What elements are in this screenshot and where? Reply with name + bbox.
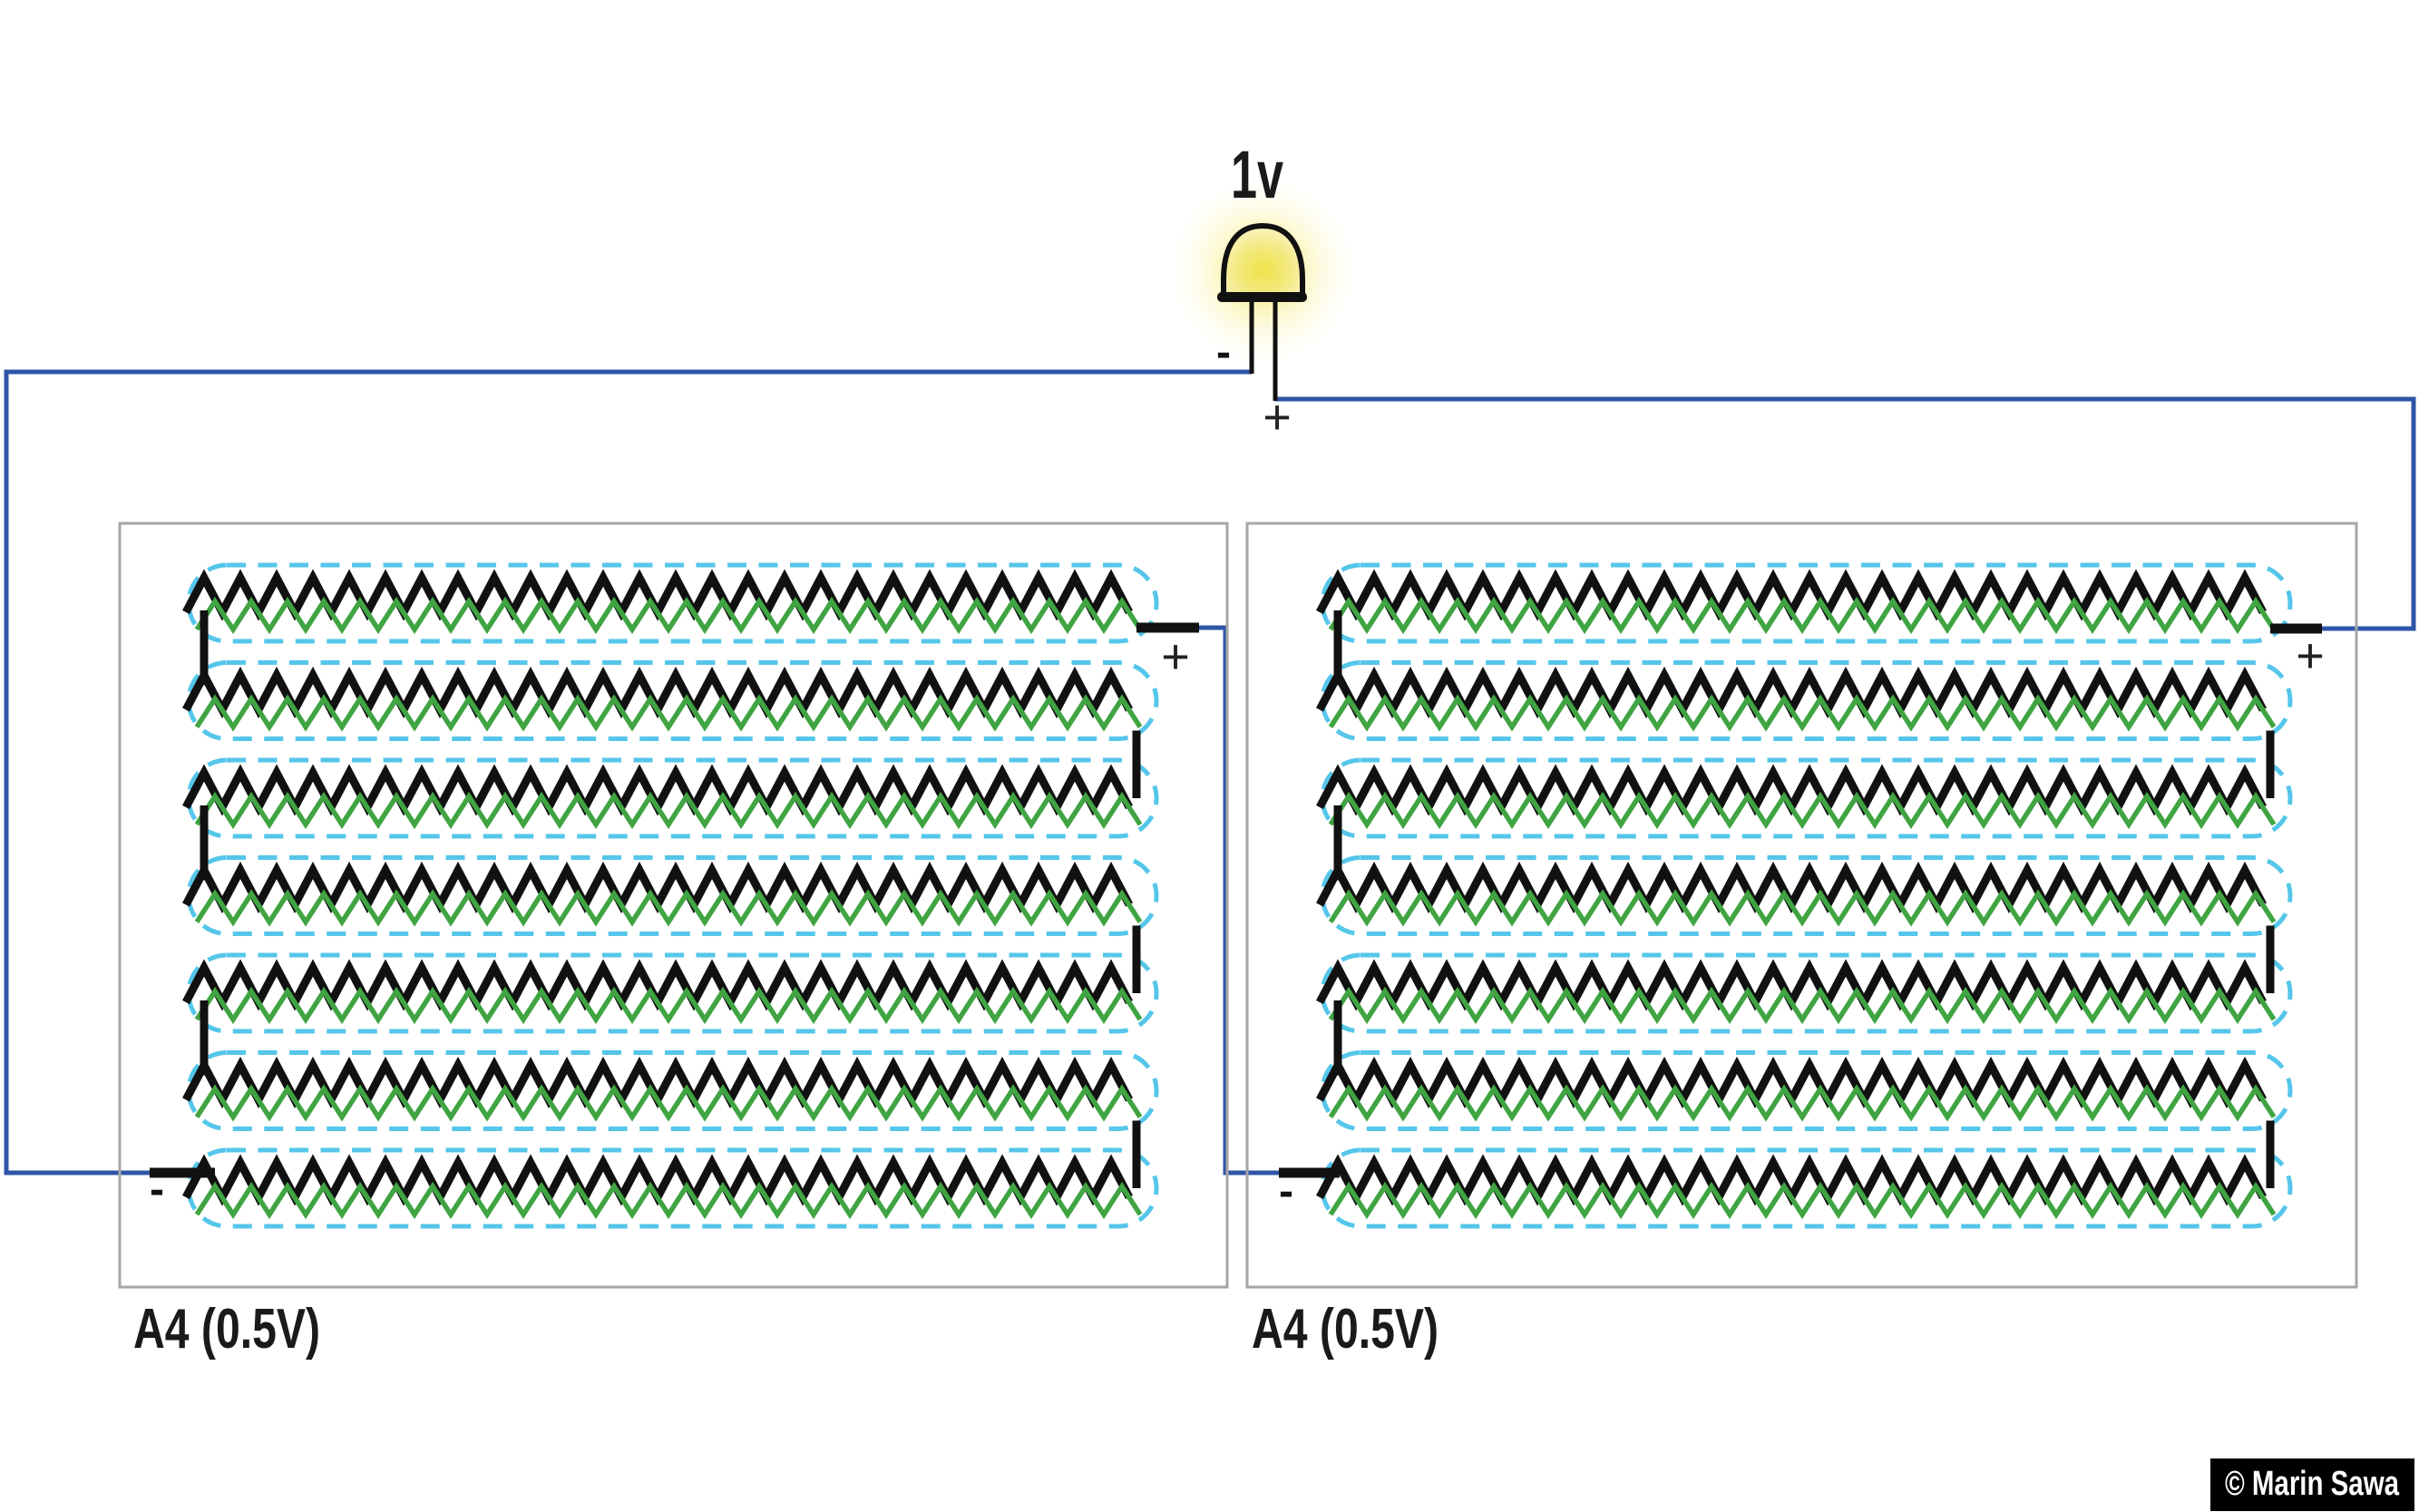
panel-plus-label: + — [2296, 629, 2325, 683]
ribbon-zigzag-green — [1328, 791, 2277, 830]
algae-ribbon-row — [1316, 562, 2293, 644]
solar-panel: + - A4 (0.5V) — [1245, 522, 2358, 1361]
ribbon-pill — [1320, 757, 2293, 839]
ribbon-zigzag-green — [194, 791, 1143, 830]
panel-plus-label: + — [1161, 629, 1190, 684]
algae-ribbon-row — [1316, 952, 2293, 1034]
ribbon-zigzag-green — [1328, 986, 2277, 1025]
ribbon-pill — [186, 1147, 1159, 1229]
ribbon-pill — [186, 757, 1159, 839]
led-voltage-label: 1v — [1231, 137, 1283, 212]
panel-box — [1245, 522, 2358, 1289]
ribbon-zigzag-green — [194, 596, 1143, 635]
solar-panel: + - A4 (0.5V) — [118, 522, 1229, 1361]
ribbon-zigzag-green — [1328, 596, 2277, 635]
ribbon-pill — [1320, 952, 2293, 1034]
led-minus-label: - — [1216, 328, 1231, 376]
ribbon-pill — [1320, 1050, 2293, 1131]
ribbon-zigzag-green — [194, 1084, 1143, 1122]
ribbon-zigzag-green — [194, 1181, 1143, 1220]
algae-ribbon-row — [182, 757, 1159, 839]
algae-ribbon-row — [182, 562, 1159, 644]
wire-series-link — [1199, 625, 1283, 1175]
panel-label: A4 (0.5V) — [1252, 1298, 1439, 1361]
algae-ribbon-row — [182, 952, 1159, 1034]
ribbon-pill — [1320, 562, 2293, 644]
ribbon-zigzag-green — [194, 889, 1143, 927]
algae-ribbon-row — [1316, 855, 2293, 936]
algae-ribbon-row — [182, 1050, 1159, 1131]
ribbon-pill — [186, 855, 1159, 936]
ribbon-zigzag-green — [194, 986, 1143, 1025]
ribbon-zigzag-green — [1328, 1084, 2277, 1122]
panel-minus-label: - — [1279, 1167, 1293, 1215]
ribbon-pill — [1320, 1147, 2293, 1229]
led: 1v - + — [1163, 137, 1362, 444]
ribbon-pill — [186, 562, 1159, 644]
ribbon-zigzag-green — [1328, 1181, 2277, 1220]
ribbon-zigzag-green — [1328, 694, 2277, 732]
algae-ribbon-row — [182, 1147, 1159, 1229]
ribbon-zigzag-green — [194, 694, 1143, 732]
ribbon-pill — [186, 952, 1159, 1034]
algae-ribbon-row — [1316, 757, 2293, 839]
credit-badge: © Marin Sawa — [2210, 1458, 2414, 1511]
ribbon-pill — [1320, 855, 2293, 936]
ribbon-pill — [186, 1050, 1159, 1131]
wire-cathode-loop — [4, 369, 1252, 1175]
ribbon-pill — [186, 660, 1159, 741]
algae-ribbon-row — [1316, 660, 2293, 741]
credit-text: © Marin Sawa — [2225, 1465, 2400, 1503]
algae-ribbon-row — [1316, 1050, 2293, 1131]
led-base — [1217, 292, 1307, 302]
panel-label: A4 (0.5V) — [133, 1298, 320, 1361]
credit-badge-background — [2210, 1458, 2414, 1511]
ribbon-zigzag-green — [1328, 889, 2277, 927]
algae-ribbon-row — [1316, 1147, 2293, 1229]
panel-box — [118, 522, 1229, 1289]
algae-ribbon-row — [182, 855, 1159, 936]
algae-ribbon-row — [182, 660, 1159, 741]
led-dome — [1221, 222, 1305, 300]
wire-anode-loop — [1275, 396, 2416, 631]
led-plus-label: + — [1263, 390, 1292, 444]
ribbon-pill — [1320, 660, 2293, 741]
panel-minus-label: - — [150, 1166, 164, 1214]
